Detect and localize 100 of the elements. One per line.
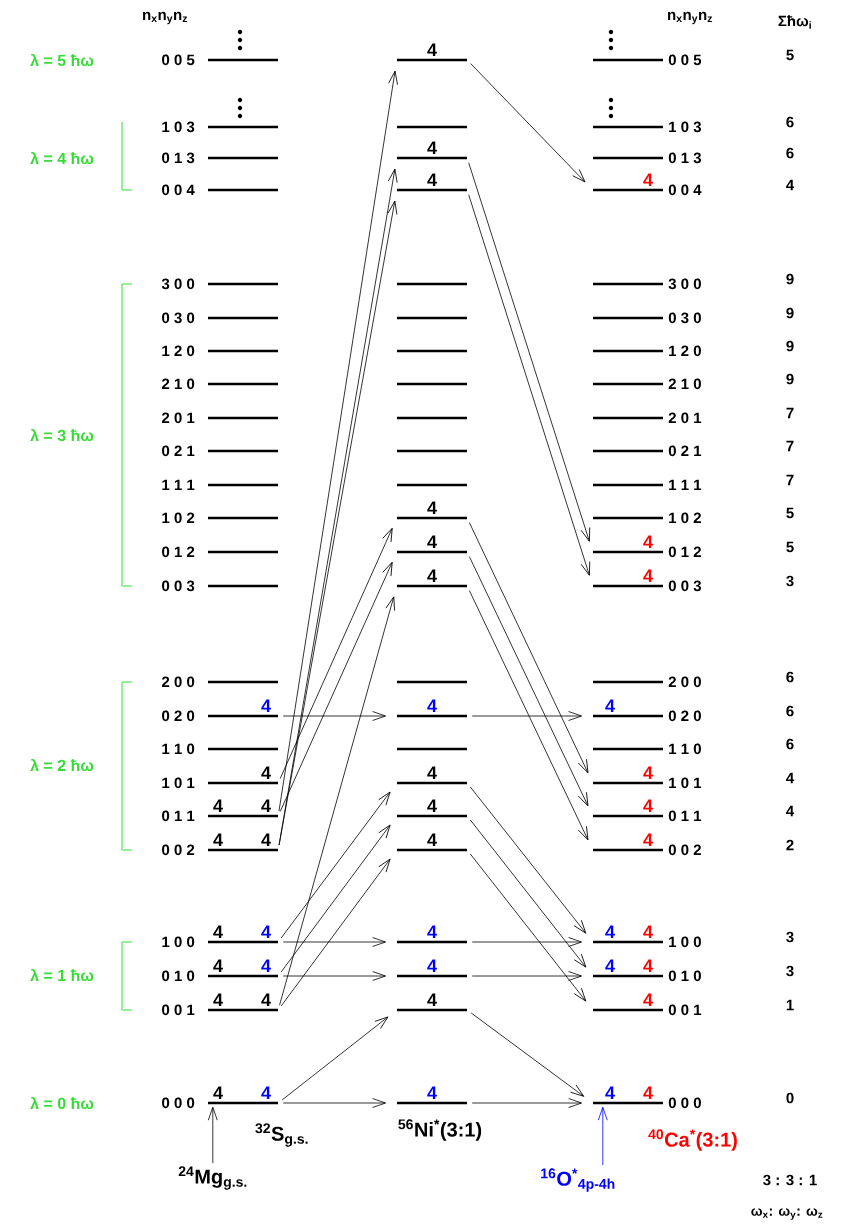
quantum-numbers: 0 1 2 [162, 546, 195, 558]
occupation-number: 4 [261, 833, 271, 846]
quantum-numbers: 0 1 1 [668, 810, 702, 822]
energy-sum: 5 [786, 49, 794, 61]
arrow [471, 711, 582, 721]
quantum-numbers: 0 2 0 [668, 710, 701, 722]
quantum-numbers: 2 0 1 [161, 412, 195, 424]
energy-sum: 6 [786, 738, 794, 750]
quantum-numbers: 1 0 0 [669, 936, 701, 948]
occupation-number: 4 [643, 993, 653, 1006]
arrow [280, 858, 391, 1007]
occupation-number: 4 [427, 1086, 437, 1099]
quantum-numbers: 2 1 0 [668, 378, 701, 390]
quantum-numbers: 2 0 0 [668, 676, 701, 688]
quantum-numbers: 0 3 0 [162, 312, 195, 324]
quantum-numbers: 1 0 2 [669, 512, 701, 524]
oscillator-shell-label: λ = 0 ħω [30, 1096, 94, 1110]
energy-sum: 9 [786, 307, 794, 319]
energy-sum: 6 [786, 705, 794, 717]
occupation-number: 4 [427, 501, 437, 514]
energy-level-line [397, 316, 467, 320]
quantum-numbers: 0 0 4 [162, 184, 195, 196]
occupation-number: 4 [427, 925, 437, 938]
column-header: Σħω$_{i}$ [778, 15, 811, 29]
nucleus-label: $^{56}$Ni$^{*}$(3:1) [398, 1119, 482, 1141]
energy-sum: 4 [786, 772, 795, 784]
quantum-numbers: 0 0 3 [162, 580, 195, 592]
quantum-numbers: 0 0 1 [668, 1004, 702, 1016]
energy-sum: 0 [786, 1092, 794, 1104]
energy-sum: 7 [786, 407, 794, 419]
quantum-numbers: 1 0 3 [669, 121, 701, 133]
occupation-number: 4 [643, 925, 653, 938]
arrow [468, 590, 589, 841]
quantum-numbers: 1 0 0 [162, 936, 195, 948]
nucleus-label: $^{40}$Ca$^{*}$(3:1) [648, 1129, 737, 1151]
quantum-numbers: 0 0 5 [668, 54, 702, 66]
column-header: n$_{x}$n$_{y}$n$_{z}$ [143, 11, 188, 25]
oscillator-shell-label: λ = 4 ħω [30, 151, 94, 165]
arrow [282, 971, 386, 981]
energy-level-line [397, 483, 467, 487]
occupation-number: 4 [427, 833, 437, 846]
arrow [471, 971, 582, 981]
energy-level-line [397, 747, 467, 751]
occupation-number: 4 [261, 699, 271, 712]
arrow [469, 819, 587, 968]
energy-sum: 9 [786, 340, 794, 352]
arrow [282, 937, 386, 947]
energy-sum: 4 [786, 179, 795, 191]
occupation-number: 4 [643, 799, 653, 812]
arrow [468, 522, 589, 774]
occupation-number: 4 [427, 699, 437, 712]
arrow [279, 561, 393, 812]
quantum-numbers: 0 1 3 [162, 152, 195, 164]
quantum-numbers: 0 0 2 [162, 844, 195, 856]
energy-sum: 6 [786, 671, 794, 683]
quantum-numbers: 0 1 2 [668, 546, 701, 558]
occupation-number: 4 [427, 993, 437, 1006]
quantum-numbers: 0 0 3 [668, 580, 701, 592]
nucleus-label: $^{16}$O$^{*}$4p-4h [541, 1168, 615, 1192]
occupation-number: 4 [427, 43, 437, 56]
occupation-number: 4 [643, 766, 653, 779]
quantum-numbers: 0 2 1 [162, 445, 195, 457]
quantum-numbers: 3 0 0 [668, 278, 701, 290]
occupation-number: 4 [643, 173, 653, 186]
quantum-numbers: 1 0 1 [669, 777, 702, 789]
quantum-numbers: 0 0 0 [668, 1097, 701, 1109]
energy-sum: 6 [786, 147, 794, 159]
frequency-ratio-caption: ω$_{x}$: ω$_{y}$: ω$_{z}$ [751, 1208, 823, 1220]
energy-sum: 9 [786, 373, 794, 385]
energy-sum: 9 [786, 273, 794, 285]
energy-level-line [397, 680, 467, 684]
quantum-numbers: 0 1 0 [668, 970, 701, 982]
quantum-numbers: 0 2 1 [668, 445, 702, 457]
energy-level-line [397, 449, 467, 453]
arrow [468, 162, 591, 542]
occupation-number: 4 [261, 766, 271, 779]
energy-level-line [397, 416, 467, 420]
arrow [280, 791, 391, 939]
occupation-number: 4 [643, 959, 653, 972]
occupation-number: 4 [213, 959, 223, 972]
occupation-number: 4 [643, 1086, 653, 1099]
energy-sum: 5 [786, 541, 794, 553]
quantum-numbers: 1 0 3 [162, 121, 195, 133]
quantum-numbers: 0 1 3 [668, 152, 701, 164]
occupation-number: 4 [213, 925, 223, 938]
quantum-numbers: 1 1 1 [162, 479, 195, 490]
nucleus-label: $^{32}$S$_{g.s.}$ [255, 1123, 308, 1147]
arrow [471, 1098, 582, 1108]
quantum-numbers: 0 0 5 [162, 54, 195, 66]
arrow [469, 853, 587, 1002]
occupation-number: 4 [605, 699, 615, 712]
quantum-numbers: 0 1 1 [162, 810, 195, 822]
occupation-number: 4 [605, 925, 615, 938]
quantum-numbers: 2 0 0 [161, 676, 195, 688]
arrow [282, 711, 386, 721]
column-header: n$_{x}$n$_{y}$n$_{z}$ [668, 11, 713, 25]
energy-level-line [397, 282, 467, 286]
oscillator-shell-label: λ = 2 ħω [30, 758, 94, 772]
arrow [281, 1016, 389, 1101]
arrow [597, 1106, 608, 1166]
